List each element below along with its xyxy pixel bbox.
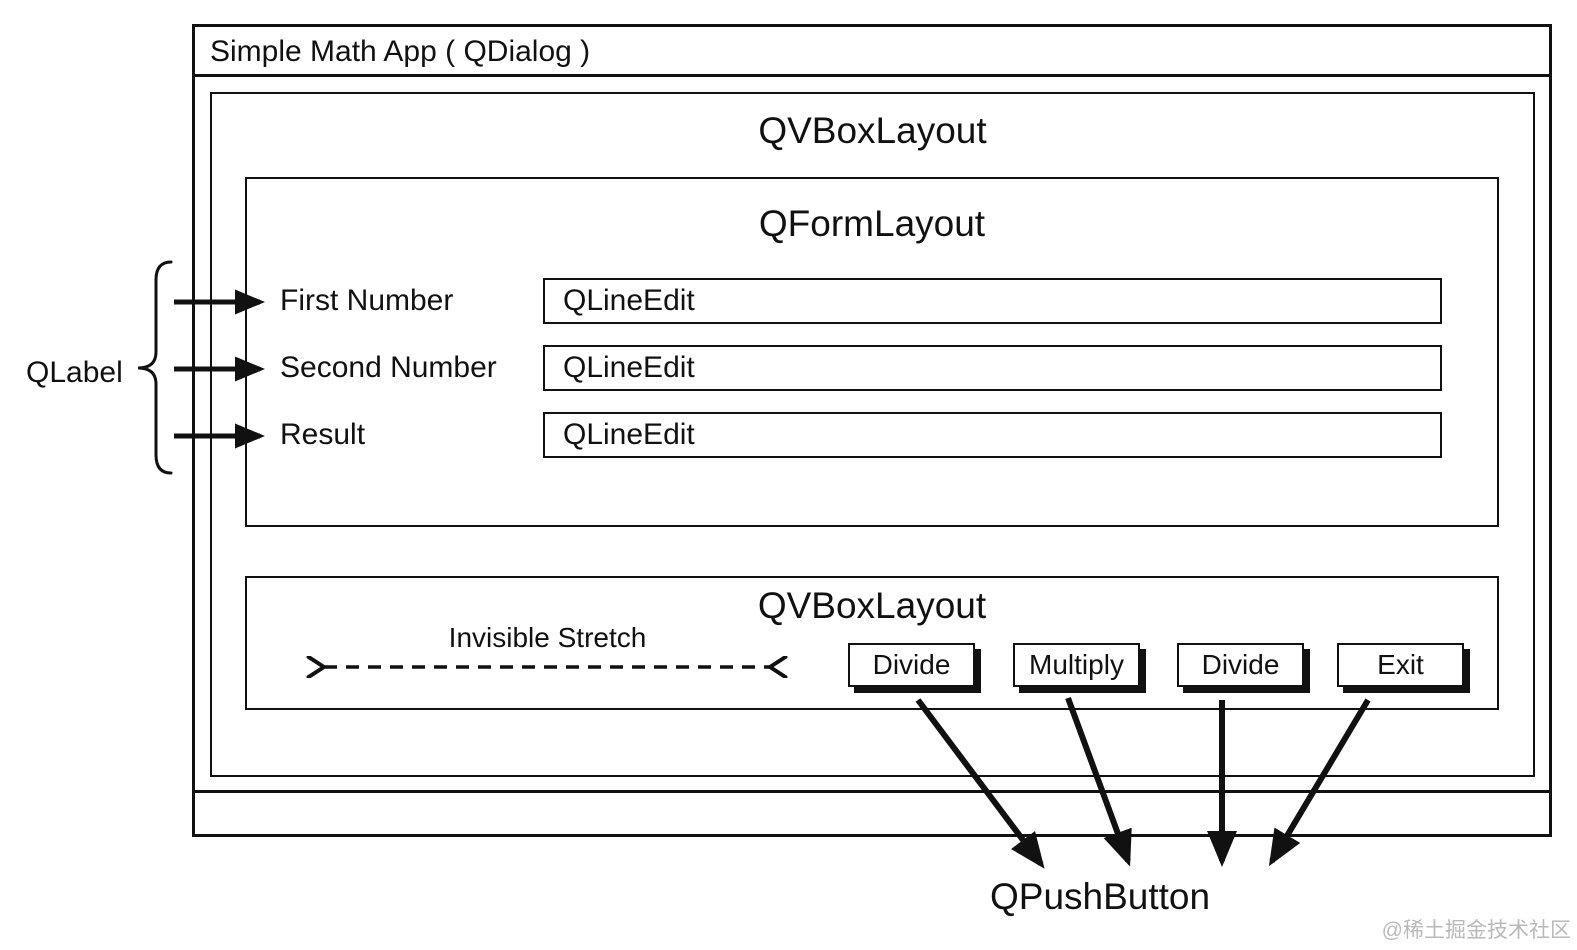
dialog-bottom-strip-divider: [192, 790, 1552, 793]
watermark-text: @稀土掘金技术社区: [1381, 919, 1571, 942]
dialog-title-bar: Simple Math App ( QDialog ): [195, 27, 1549, 77]
qlabel-brace: [137, 260, 173, 475]
qvboxlayout-label: QVBoxLayout: [758, 110, 987, 151]
divide-button-2[interactable]: Divide: [1177, 643, 1304, 687]
form-label-first-number: First Number: [280, 284, 454, 317]
button-row-layout-box: QVBoxLayout: [245, 576, 1499, 710]
qlabel-annotation: QLabel: [26, 356, 123, 389]
divide-button-1[interactable]: Divide: [848, 643, 975, 687]
first-number-line-edit[interactable]: QLineEdit: [543, 278, 1442, 324]
qpushbutton-annotation: QPushButton: [990, 876, 1211, 917]
exit-button[interactable]: Exit: [1337, 643, 1464, 687]
qformlayout-label: QFormLayout: [758, 203, 986, 244]
dialog-title: Simple Math App ( QDialog ): [210, 35, 591, 68]
form-label-result: Result: [280, 418, 366, 451]
invisible-stretch-label: Invisible Stretch: [448, 622, 647, 653]
qformlayout-box: QFormLayout: [245, 177, 1499, 527]
multiply-button[interactable]: Multiply: [1013, 643, 1140, 687]
form-label-second-number: Second Number: [280, 351, 497, 384]
result-line-edit[interactable]: QLineEdit: [543, 412, 1442, 458]
second-number-line-edit[interactable]: QLineEdit: [543, 345, 1442, 391]
button-row-layout-label: QVBoxLayout: [757, 585, 987, 626]
